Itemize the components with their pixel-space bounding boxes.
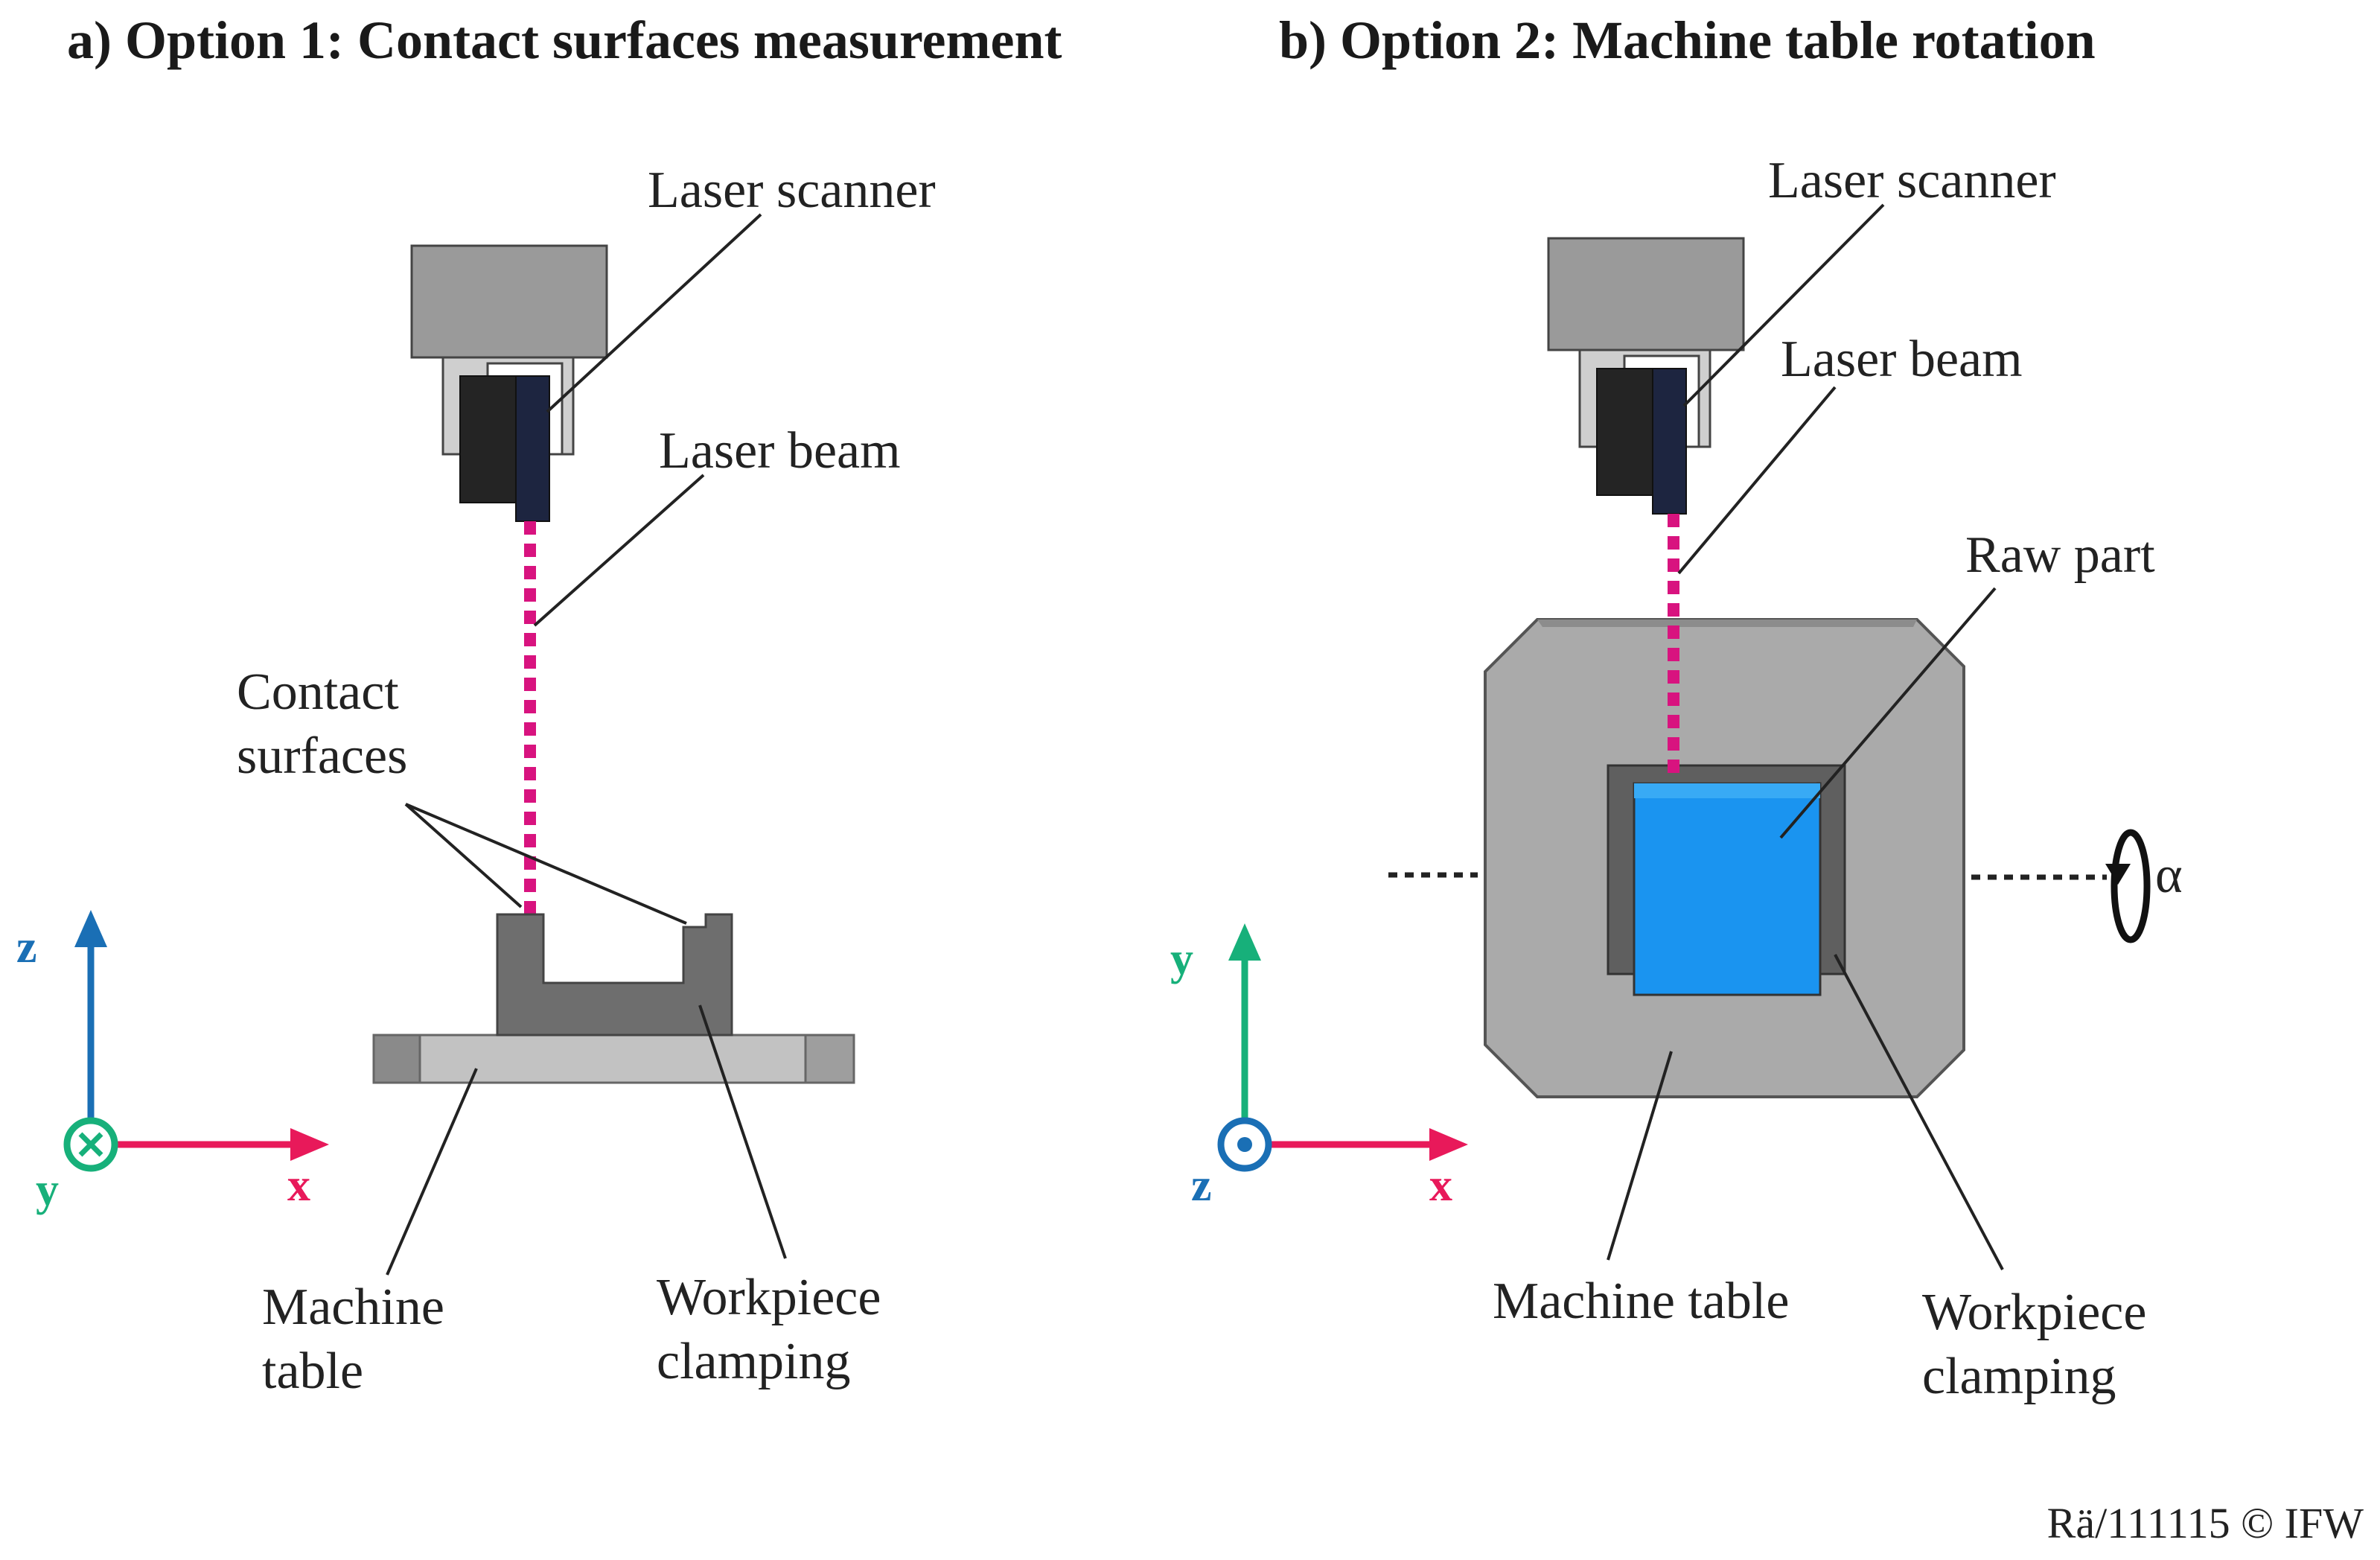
label-contact-surfaces-line1: Contact: [237, 663, 399, 721]
panel-a-title: a) Option 1: Contact surfaces measuremen…: [67, 10, 1062, 70]
label-workpiece-clamping-a-line2: clamping: [657, 1333, 850, 1390]
machine-table-a: [372, 1034, 855, 1084]
coordinate-system-b: y z x: [1170, 923, 1468, 1211]
label-raw-part: Raw part: [1965, 526, 2155, 584]
label-contact-surfaces-line2: surfaces: [237, 728, 407, 785]
label-machine-table-b: Machine table: [1493, 1273, 1789, 1330]
panel-a: Laser scanner Laser beam Contact surface…: [16, 162, 936, 1400]
axis-label-y-a: y: [36, 1165, 59, 1215]
axis-label-x-b: x: [1429, 1160, 1452, 1211]
axis-label-x-a: x: [287, 1160, 310, 1211]
credit-text: Rä/111115 © IFW: [2047, 1499, 2364, 1547]
panel-b: α Laser scanner Las: [1170, 152, 2183, 1405]
panel-b-title: b) Option 2: Machine table rotation: [1279, 10, 2096, 70]
leader-lines-a: [386, 213, 787, 1276]
label-workpiece-clamping-b-line1: Workpiece: [1922, 1284, 2146, 1341]
label-laser-scanner-a: Laser scanner: [648, 162, 936, 219]
rotation-arrow-icon: [2105, 829, 2151, 943]
laser-scanner-b: [1547, 237, 1745, 515]
label-laser-beam-b: Laser beam: [1781, 331, 2023, 388]
label-laser-scanner-b: Laser scanner: [1768, 152, 2056, 209]
coordinate-system-a: z y x: [16, 910, 329, 1215]
label-machine-table-a-line1: Machine: [262, 1279, 444, 1336]
axis-label-y-b: y: [1170, 934, 1193, 984]
workpiece-clamping-a: [496, 913, 733, 1037]
label-workpiece-clamping-a-line1: Workpiece: [657, 1269, 881, 1326]
label-alpha: α: [2155, 847, 2183, 904]
label-laser-beam-a: Laser beam: [659, 422, 901, 480]
leader-lines-b: [1607, 203, 2004, 1270]
label-workpiece-clamping-b-line2: clamping: [1922, 1348, 2116, 1405]
raw-part: [1633, 782, 1822, 996]
axis-label-z-a: z: [16, 922, 37, 972]
axis-label-z-b: z: [1191, 1160, 1212, 1211]
label-machine-table-a-line2: table: [262, 1343, 363, 1400]
